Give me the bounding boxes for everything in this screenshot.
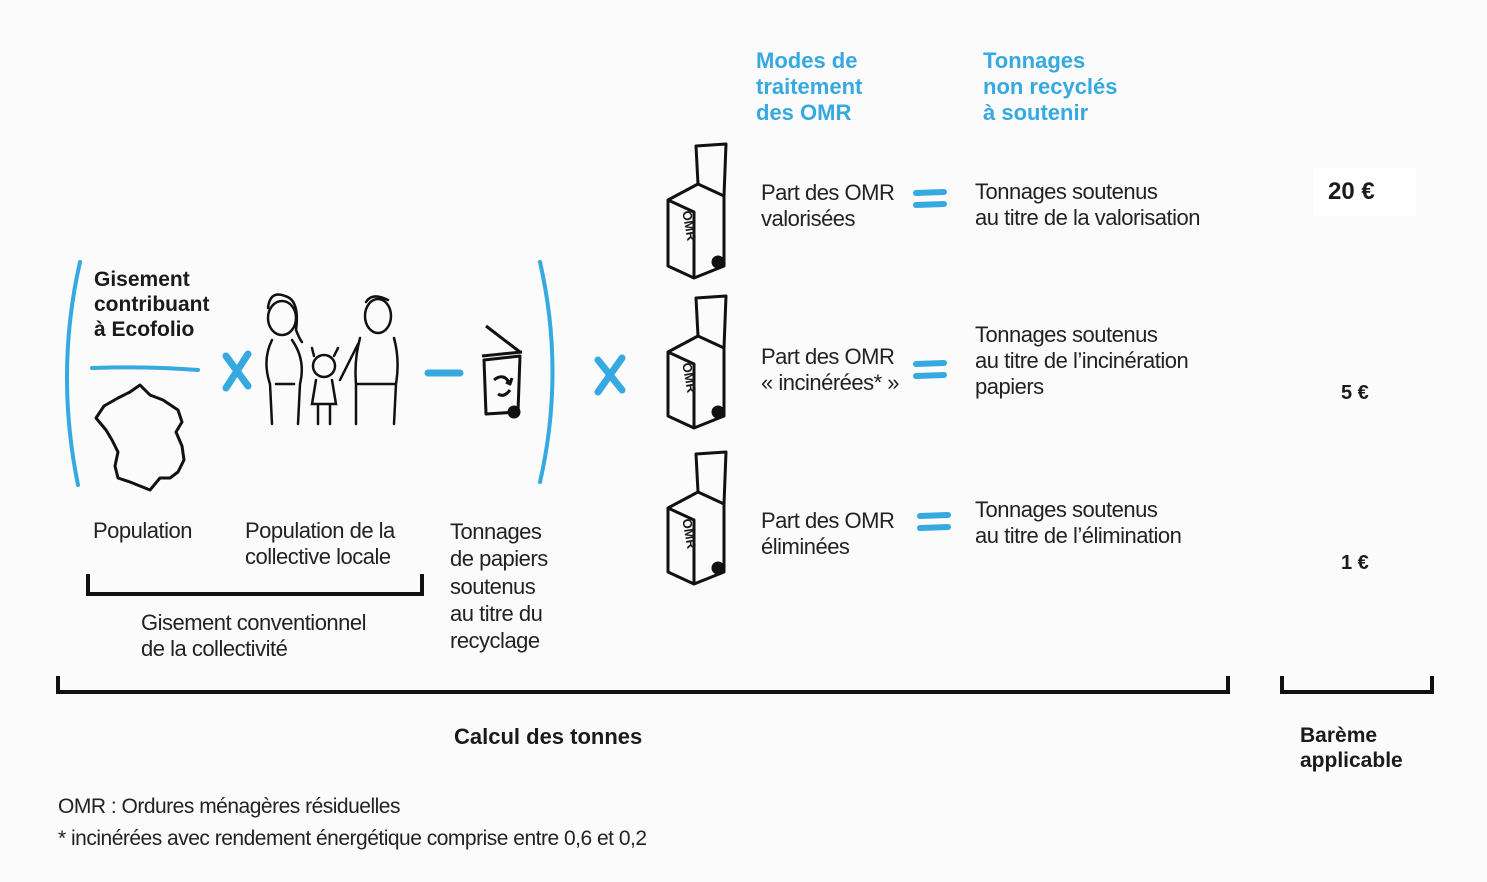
row-3-tonnages: Tonnages soutenus au titre de l’éliminat… bbox=[975, 497, 1182, 548]
note-omr: OMR : Ordures ménagères résiduelles bbox=[58, 795, 400, 818]
row-1-tonnages: Tonnages soutenus au titre de la valoris… bbox=[975, 179, 1200, 230]
label-tonnages-papiers: Tonnages de papiers soutenus au titre du… bbox=[450, 519, 548, 654]
gisement-divider bbox=[90, 365, 200, 372]
label-calcul-des-tonnes: Calcul des tonnes bbox=[454, 724, 643, 749]
family-icon bbox=[265, 293, 399, 426]
omr-bin-3 bbox=[666, 450, 728, 586]
row-3-bareme: 1 € bbox=[1341, 552, 1369, 574]
multiply-sign-2 bbox=[594, 354, 626, 396]
row-1-bareme: 20 € bbox=[1328, 178, 1375, 205]
left-parenthesis bbox=[65, 260, 82, 487]
equals-sign-2 bbox=[913, 360, 947, 379]
row-2-part: Part des OMR « incinérées* » bbox=[761, 344, 900, 395]
label-population: Population bbox=[93, 518, 192, 543]
header-modes-traitement: Modes de traitement des OMR bbox=[756, 48, 863, 125]
gisement-bracket bbox=[86, 574, 424, 596]
right-parenthesis bbox=[538, 260, 555, 484]
gisement-title: Gisement contribuant à Ecofolio bbox=[94, 268, 210, 341]
row-2-bareme: 5 € bbox=[1341, 382, 1369, 404]
equals-sign-1 bbox=[913, 189, 947, 208]
equals-sign-3 bbox=[917, 512, 951, 531]
label-gisement-conventionnel: Gisement conventionnel de la collectivit… bbox=[141, 610, 367, 661]
omr-bin-1 bbox=[666, 142, 728, 280]
row-2-tonnages: Tonnages soutenus au titre de l’incinéra… bbox=[975, 322, 1189, 399]
bareme-highlight-box bbox=[1314, 168, 1416, 216]
note-incinerees: * incinérées avec rendement énergétique … bbox=[58, 827, 647, 850]
france-map-icon bbox=[94, 383, 186, 492]
header-tonnages-non-recycles: Tonnages non recyclés à soutenir bbox=[983, 48, 1118, 125]
bareme-bracket bbox=[1280, 676, 1434, 694]
row-3-part: Part des OMR éliminées bbox=[761, 508, 895, 559]
label-bareme-applicable: Barème applicable bbox=[1300, 724, 1403, 772]
multiply-sign-1 bbox=[222, 350, 252, 392]
label-population-collective: Population de la collective locale bbox=[245, 518, 395, 569]
omr-bin-2 bbox=[666, 294, 728, 430]
calcul-bracket bbox=[56, 676, 1230, 694]
recycle-bin-icon bbox=[481, 324, 523, 419]
row-1-part: Part des OMR valorisées bbox=[761, 180, 895, 231]
